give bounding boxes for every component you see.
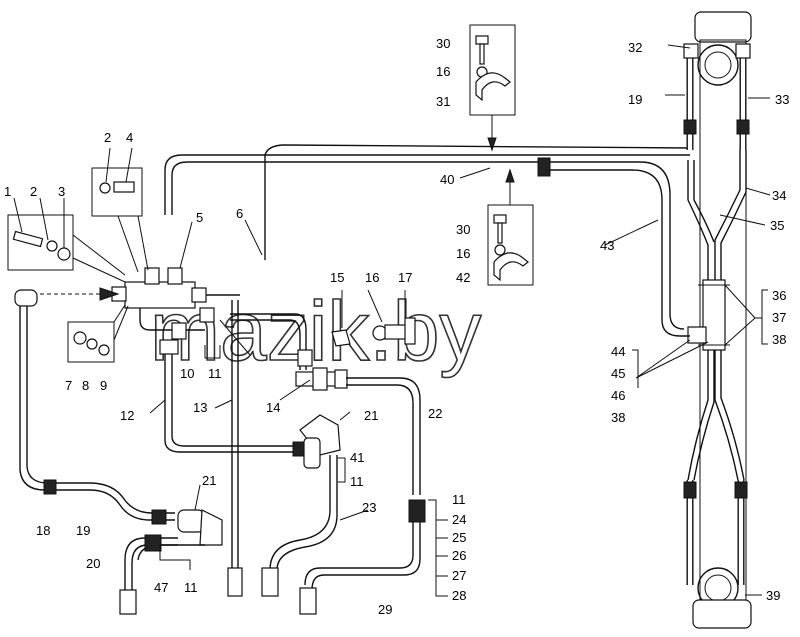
callout-19a: 19 (76, 523, 90, 538)
callout-8: 8 (82, 378, 89, 393)
callout-27: 27 (452, 568, 466, 583)
pipe-43 (537, 157, 671, 290)
bolt-16-17 (367, 289, 416, 345)
callout-30a: 30 (436, 36, 450, 51)
callout-38b: 38 (611, 410, 625, 425)
callout-19b: 19 (628, 92, 642, 107)
pipe-20 (119, 534, 178, 615)
fitting-15 (331, 290, 351, 347)
callout-15: 15 (330, 270, 344, 285)
callout-47: 47 (154, 580, 168, 595)
callout-33: 33 (775, 92, 789, 107)
callout-3: 3 (58, 184, 65, 199)
pipe-18-19 (14, 287, 175, 525)
hose-lower-right (734, 480, 748, 585)
parts-box-7-9 (67, 304, 129, 363)
pipes-34-35 (687, 150, 747, 300)
callout-labels: 1 2 3 2 4 5 6 7 8 9 10 11 12 13 14 15 16… (4, 36, 789, 617)
callout-26: 26 (452, 548, 466, 563)
callout-28: 28 (452, 588, 466, 603)
callout-14: 14 (266, 400, 280, 415)
callout-32: 32 (628, 40, 642, 55)
callout-11b: 11 (184, 580, 198, 595)
callout-40: 40 (440, 172, 454, 187)
callout-41: 41 (350, 450, 364, 465)
callout-24: 24 (452, 512, 466, 527)
callout-9: 9 (100, 378, 107, 393)
leader-lines (149, 44, 771, 597)
callout-36: 36 (772, 288, 786, 303)
parts-box-30-31 (469, 24, 516, 152)
callout-35: 35 (770, 218, 784, 233)
clamp-36-38 (661, 279, 730, 351)
elbow-21-left (137, 509, 223, 561)
callout-42: 42 (456, 270, 470, 285)
callout-10: 10 (180, 366, 194, 381)
callout-37: 37 (772, 310, 786, 325)
pipes-lower-cross (687, 350, 745, 481)
callout-31: 31 (436, 94, 450, 109)
callout-25: 25 (452, 530, 466, 545)
callout-38a: 38 (772, 332, 786, 347)
callout-23: 23 (362, 500, 376, 515)
callout-30b: 30 (456, 222, 470, 237)
hose-19-top (683, 43, 699, 150)
hose-33-top (735, 43, 751, 150)
callout-13: 13 (193, 400, 207, 415)
callout-46: 46 (611, 388, 625, 403)
callout-29: 29 (378, 602, 392, 617)
callout-12: 12 (120, 408, 134, 423)
callout-44: 44 (611, 344, 625, 359)
pipe-40 (164, 144, 691, 260)
parts-box-1-3 (7, 197, 126, 283)
callout-16a: 16 (365, 270, 379, 285)
callout-17: 17 (398, 270, 412, 285)
callout-6: 6 (236, 206, 243, 221)
callout-22: 22 (428, 406, 442, 421)
callout-1: 1 (4, 184, 11, 199)
callout-34: 34 (772, 188, 786, 203)
parts-box-30-42 (487, 168, 534, 286)
callout-21b: 21 (364, 408, 378, 423)
pipe-29 (299, 499, 426, 615)
distributor-block (111, 267, 240, 355)
callout-2a: 2 (30, 184, 37, 199)
hydraulic-cylinder (692, 11, 752, 629)
pipe-13 (227, 300, 243, 597)
callout-18: 18 (36, 523, 50, 538)
callout-16c: 16 (456, 246, 470, 261)
callout-39: 39 (766, 588, 780, 603)
tee-14 (230, 313, 421, 495)
callout-20: 20 (86, 556, 100, 571)
callout-21a: 21 (202, 473, 216, 488)
callout-16b: 16 (436, 64, 450, 79)
callout-2b: 2 (104, 130, 111, 145)
callout-11a: 11 (208, 366, 222, 381)
callout-45: 45 (611, 366, 625, 381)
hose-lower-left (683, 480, 697, 585)
callout-11d: 11 (452, 492, 466, 507)
callout-4: 4 (126, 130, 133, 145)
callout-11c: 11 (350, 474, 364, 489)
callout-7: 7 (65, 378, 72, 393)
callout-43: 43 (600, 238, 614, 253)
callout-5: 5 (196, 210, 203, 225)
parts-box-2-4 (91, 147, 149, 273)
elbow-21-center (261, 414, 341, 597)
